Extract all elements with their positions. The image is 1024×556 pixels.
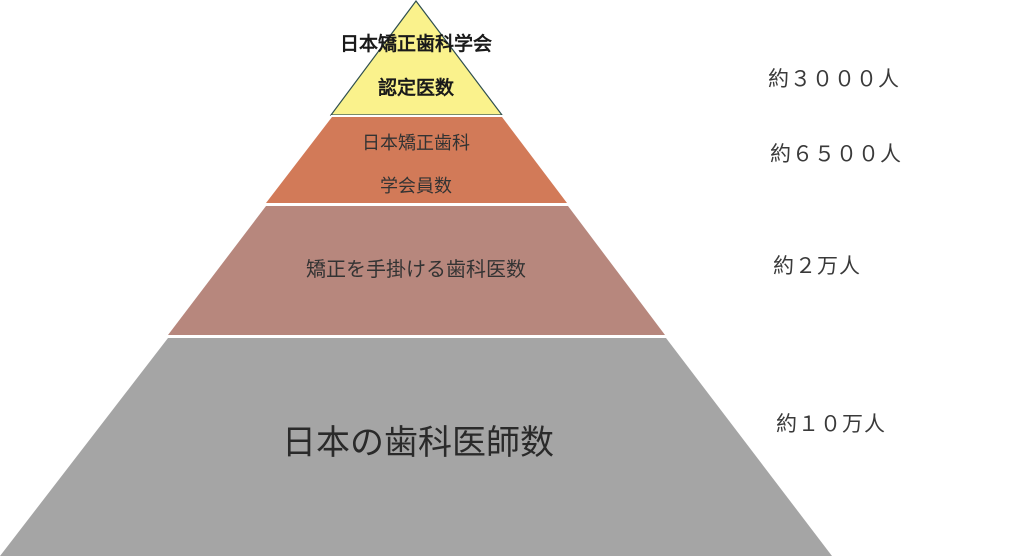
tier-certified-label: 日本矯正歯科学会 認定医数 bbox=[340, 22, 492, 110]
tier-dentists-shape bbox=[0, 338, 832, 556]
tier-society-members-label-line2: 学会員数 bbox=[380, 176, 452, 197]
tier-ortho-practitioners-shape bbox=[168, 206, 665, 335]
tier-dentists-label: 日本の歯科医師数 bbox=[282, 420, 554, 466]
tier-certified-label-line1: 日本矯正歯科学会 bbox=[339, 33, 493, 55]
tier-ortho-practitioners-label-line1: 矯正を手掛ける歯科医数 bbox=[306, 257, 526, 281]
tier-society-members-label: 日本矯正歯科 学会員数 bbox=[362, 122, 470, 208]
tier-dentists-label-line1: 日本の歯科医師数 bbox=[282, 423, 554, 463]
tier-society-members-count: 約６５００人 bbox=[770, 142, 902, 166]
tier-ortho-practitioners-count: 約２万人 bbox=[773, 254, 861, 278]
tier-certified-label-line2: 認定医数 bbox=[377, 77, 455, 99]
tier-society-members-shape bbox=[266, 117, 567, 203]
tier-ortho-practitioners-label: 矯正を手掛ける歯科医数 bbox=[306, 254, 526, 284]
tier-society-members-label-line1: 日本矯正歯科 bbox=[362, 133, 470, 154]
tier-dentists-count: 約１０万人 bbox=[776, 412, 886, 436]
tier-certified-count: 約３０００人 bbox=[768, 67, 900, 91]
